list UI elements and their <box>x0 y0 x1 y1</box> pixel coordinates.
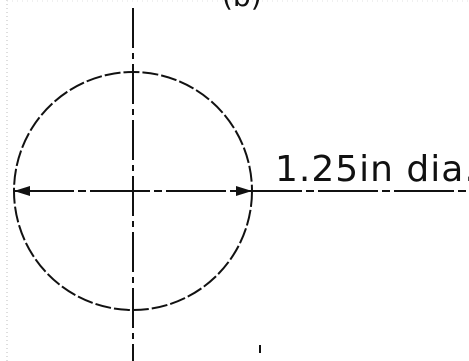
dimension-label: 1.25in dia. <box>275 149 469 190</box>
right-arrowhead <box>236 186 252 196</box>
left-arrowhead <box>14 186 30 196</box>
header-fragment: (b) <box>222 0 262 13</box>
